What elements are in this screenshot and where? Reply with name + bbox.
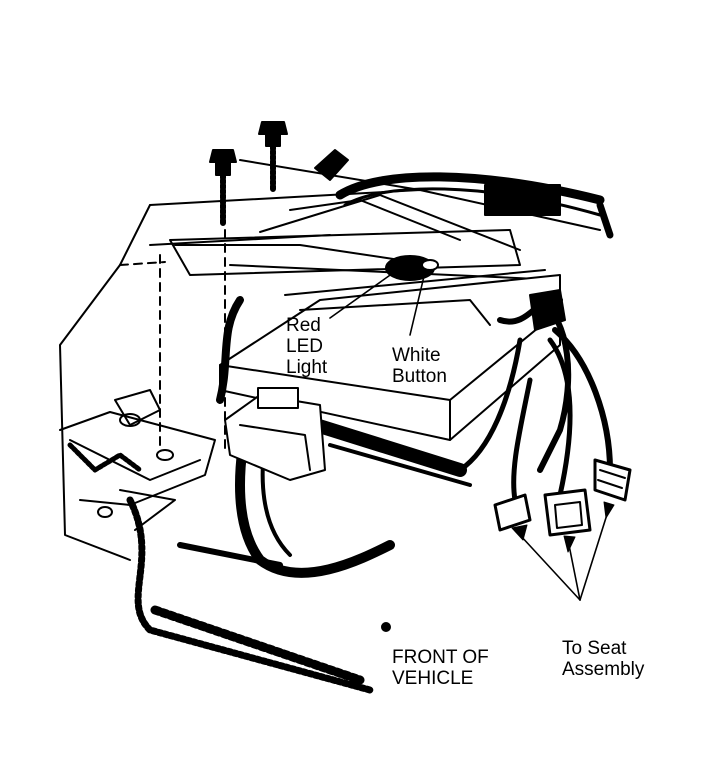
connector-icon [593,458,632,502]
connector-icon [529,289,566,331]
red-led-light-label: Red LED Light [286,315,328,378]
connector-icon [493,493,532,532]
to-seat-assembly-label: To Seat Assembly [562,638,645,680]
control-module [219,255,561,441]
white-button-label: White Button [392,345,447,387]
arrow-icon [314,149,349,181]
leader-lines [329,267,611,601]
front-marker-icon [381,622,391,632]
floor-edge [67,442,374,694]
front-of-vehicle-label: FRONT OF VEHICLE [392,647,489,689]
bolt-icon [209,149,237,228]
connector-icon [543,488,592,537]
connector-icon [224,387,326,481]
bolt-icon [258,121,288,193]
